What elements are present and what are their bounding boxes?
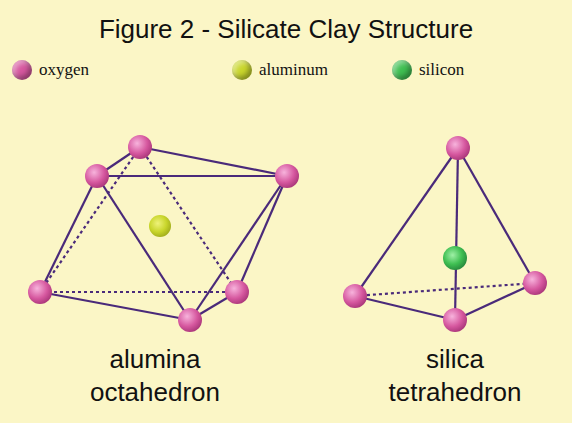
legend-item: oxygen: [12, 60, 89, 80]
legend-text: silicon: [419, 60, 464, 80]
legend-item: silicon: [392, 60, 464, 80]
silica-tetrahedron: [343, 136, 547, 332]
legend-swatch: [12, 60, 32, 80]
shape-label: alumina octahedron: [70, 343, 240, 409]
alumina-octahedron: [28, 135, 299, 332]
legend-swatch: [232, 60, 252, 80]
legend-text: oxygen: [39, 60, 89, 80]
legend-item: aluminum: [232, 60, 328, 80]
shape-label: silica tetrahedron: [370, 343, 540, 409]
legend-swatch: [392, 60, 412, 80]
figure-title: Figure 2 - Silicate Clay Structure: [99, 14, 473, 45]
legend-text: aluminum: [259, 60, 328, 80]
